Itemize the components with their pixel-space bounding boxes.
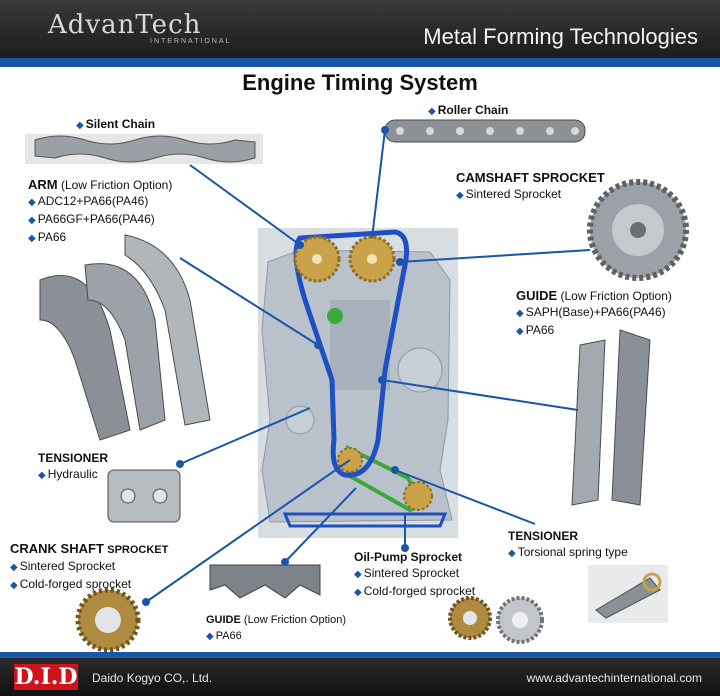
silent-chain-label: ◆Silent Chain (76, 117, 156, 131)
bullet-icon: ◆ (10, 562, 18, 573)
bullet-icon: ◆ (206, 631, 214, 642)
bullet-icon: ◆ (28, 197, 36, 208)
cam-sprocket-left (293, 235, 341, 283)
bullet-icon: ◆ (456, 190, 464, 201)
roller-chain-label: ◆Roller Chain (428, 103, 509, 117)
header-tagline: Metal Forming Technologies (423, 24, 698, 49)
bullet-icon: ◆ (508, 548, 516, 559)
company-name: Daido Kogyo CO,. Ltd. (92, 671, 213, 685)
timing-chain-loop (293, 229, 409, 478)
oil-pump-sprocket (403, 481, 433, 511)
camshaft-sprocket-image (587, 179, 689, 281)
website-link[interactable]: www.advantechinternational.com (526, 671, 702, 685)
logo-subtitle: INTERNATIONAL (150, 38, 232, 45)
guide-bottom-label: GUIDE (Low Friction Option) ◆PA66 (206, 614, 346, 642)
bullet-icon: ◆ (354, 587, 362, 598)
guide-right-image (571, 329, 651, 506)
tensioner-hydraulic-label: TENSIONER ◆Hydraulic (38, 451, 109, 481)
bullet-icon: ◆ (428, 106, 436, 117)
camshaft-sprocket-label: CAMSHAFT SPROCKET ◆Sintered Sprocket (456, 170, 605, 201)
page-title: Engine Timing System (242, 70, 478, 95)
hydraulic-tensioner-image (107, 469, 181, 523)
crank-sprocket-label: CRANK SHAFT SPROCKET ◆Sintered Sprocket … (10, 541, 169, 591)
bullet-icon: ◆ (76, 120, 84, 131)
bullet-icon: ◆ (28, 233, 36, 244)
bullet-icon: ◆ (28, 215, 36, 226)
guide-right-label: GUIDE (Low Friction Option) ◆SAPH(Base)+… (516, 288, 672, 337)
bullet-icon: ◆ (516, 326, 524, 337)
tensioner-torsional-label: TENSIONER ◆Torsional spring type (508, 529, 628, 559)
arm-image (39, 234, 211, 441)
guide-bottom-image (209, 564, 321, 599)
advantech-logo: AdvanTech (48, 10, 202, 40)
header-accent-band (0, 58, 720, 67)
cam-sprocket-right (348, 235, 396, 283)
bullet-icon: ◆ (354, 569, 362, 580)
footer-bar: D.I.D Daido Kogyo CO,. Ltd. www.advantec… (0, 658, 720, 696)
footer-accent-band (0, 652, 720, 658)
leader-lines (142, 126, 591, 606)
bullet-icon: ◆ (516, 308, 524, 319)
roller-chain-image (384, 119, 586, 143)
did-logo: D.I.D (14, 664, 78, 690)
bullet-icon: ◆ (38, 470, 46, 481)
silent-chain-image (25, 134, 263, 164)
oil-pan-outline (282, 512, 448, 528)
arm-label: ARM (Low Friction Option) ◆ADC12+PA66(PA… (28, 177, 173, 244)
oil-pump-sprocket-image (448, 596, 544, 644)
torsional-tensioner-image (588, 565, 668, 623)
header-bar: AdvanTech INTERNATIONAL Metal Forming Te… (0, 0, 720, 58)
crank-sprocket-image (75, 587, 141, 653)
oil-pump-sprocket-label: Oil-Pump Sprocket ◆Sintered Sprocket ◆Co… (354, 550, 476, 598)
bullet-icon: ◆ (10, 580, 18, 591)
